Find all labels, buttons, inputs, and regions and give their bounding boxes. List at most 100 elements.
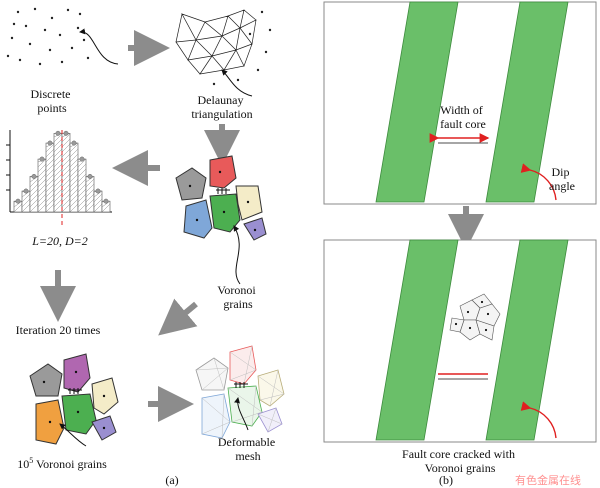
histogram-hatch [61,148,71,158]
histogram-hatch [45,168,55,178]
histogram-hatch [61,158,71,168]
histogram-bar [85,176,95,213]
histogram-hatch [29,178,39,188]
arrow-voronoi-to-iteration [158,298,198,336]
histogram-hatch [37,178,47,188]
histogram-point [31,173,37,179]
watermark: 有色金属在线 [515,473,581,487]
histogram-hatch [61,203,71,213]
histogram-hatch [77,168,87,178]
distribution-label: L=20, D=2 [31,234,88,248]
histogram-hatch [69,183,79,193]
deformable-mesh [195,345,285,439]
delaunay-line-1: Delaunay [198,93,244,107]
histogram-hatch [53,178,63,188]
discrete-points-line-2: points [37,101,67,115]
delaunay-label: Delaunay triangulation [191,93,252,121]
discrete-points-label: Discrete points [31,87,74,115]
histogram-hatch [45,163,55,173]
mesh-beige [257,369,285,407]
histogram-hatch [61,188,71,198]
cracked-label: Fault core cracked with Voronoi grains [402,447,518,475]
histogram-hatch [13,203,23,213]
histogram-hatch [53,198,63,208]
histogram-hatch [45,203,55,213]
histogram-hatch [85,188,95,198]
histogram-hatch [93,203,103,213]
dip-label: Dip angle [549,165,575,193]
histogram-point [39,156,45,162]
histogram-point [71,140,77,146]
histogram-hatch [37,158,47,168]
histogram-hatch [61,168,71,178]
histogram-bar [69,142,79,213]
histogram-hatch [77,193,87,203]
voronoi-pointer [233,225,241,285]
grain-gray [175,167,207,201]
voronoi-grains-final [29,353,119,445]
histogram-hatch [53,158,63,168]
histogram-hatch [77,203,87,213]
histogram-hatch [45,183,55,193]
width-line-2: fault core [440,117,486,131]
voronoi-line-2: grains [223,297,253,311]
histogram-hatch [61,133,71,143]
panel-b-caption: (b) [439,473,453,487]
histogram-hatch [69,203,79,213]
histogram-hatch [85,203,95,213]
discrete-points-pointer [79,28,119,65]
panel-b: Width of fault core Dip angle [323,1,597,487]
distribution-bars [13,133,111,213]
deformable-label: Deformable mesh [218,435,278,463]
cracked-line-2: Voronoi grains [425,461,496,475]
width-line-1: Width of [440,103,483,117]
voronoi-count-pointer [59,423,87,447]
histogram-hatch [53,148,63,158]
histogram-hatch [29,198,39,208]
histogram-hatch [85,193,95,203]
histogram-hatch [61,143,71,153]
histogram-hatch [45,188,55,198]
histogram-hatch [77,178,87,188]
histogram-hatch [61,163,71,173]
histogram-hatch [53,203,63,213]
histogram-hatch [85,178,95,188]
histogram-point [47,140,53,146]
iteration-label: Iteration 20 times [16,323,101,337]
histogram-hatch [93,190,103,198]
voronoi-line-1: Voronoi [217,283,256,297]
histogram-hatch [53,183,63,193]
dip-line-2: angle [549,179,575,193]
histogram-hatch [29,183,39,193]
histogram-hatch [45,148,55,158]
histogram-hatch [101,200,111,208]
bottom-fault-strip-right [485,239,569,441]
histogram-hatch [21,203,31,213]
histogram-hatch [45,143,55,153]
histogram-hatch [69,168,79,178]
delaunay-mesh [175,9,257,75]
voronoi-count-text: Voronoi grains [33,457,107,471]
histogram-hatch [45,153,55,163]
histogram-hatch [53,163,63,173]
histogram-hatch [21,193,31,203]
deformable-line-1: Deformable [218,435,275,449]
histogram-hatch [61,193,71,203]
bottom-dip-angle-arc [520,401,557,439]
voronoi-count-label: 105 Voronoi grains [17,456,107,471]
panel-a-caption: (a) [165,473,178,487]
distribution-plot [6,130,112,228]
mesh-blue [201,393,231,439]
histogram-hatch [77,198,87,208]
histogram-hatch [77,173,87,183]
histogram-hatch [37,193,47,203]
histogram-hatch [53,188,63,198]
histogram-hatch [85,183,95,193]
grain-green [209,193,241,233]
cracked-line-1: Fault core cracked with [402,447,515,461]
histogram-point [23,188,29,194]
histogram-hatch [53,173,63,183]
histogram-hatch [37,188,47,198]
voronoi-label: Voronoi grains [217,283,258,311]
